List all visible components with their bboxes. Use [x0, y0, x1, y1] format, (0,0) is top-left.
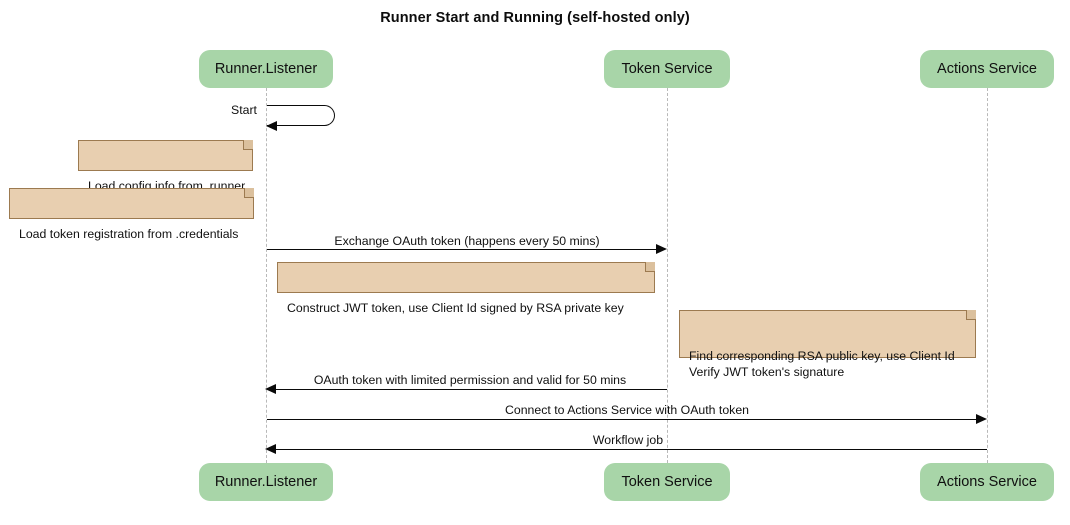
note-text: Load token registration from .credential… [19, 227, 239, 241]
message-connect-actions-label: Connect to Actions Service with OAuth to… [504, 403, 750, 417]
participant-runner-top[interactable]: Runner.Listener [199, 50, 333, 88]
note-load-config: Load config info from .runner [78, 140, 253, 193]
participant-label: Token Service [621, 474, 713, 490]
note-fold-corner [966, 310, 976, 320]
note-fold-corner [645, 262, 655, 272]
note-text: Construct JWT token, use Client Id signe… [287, 301, 624, 315]
message-exchange-arrowhead [656, 244, 667, 254]
participant-runner-bottom[interactable]: Runner.Listener [199, 463, 333, 501]
note-load-token-registration: Load token registration from .credential… [9, 188, 254, 241]
participant-label: Actions Service [937, 61, 1037, 77]
note-text: Find corresponding RSA public key, use C… [689, 349, 955, 379]
note-fold-corner [244, 188, 254, 198]
message-start-label: Start [231, 103, 257, 117]
lifeline-actions [987, 88, 988, 463]
note-verify-jwt: Find corresponding RSA public key, use C… [679, 310, 976, 379]
diagram-title: Runner Start and Running (self-hosted on… [380, 10, 690, 26]
participant-label: Runner.Listener [214, 61, 318, 77]
note-fold-corner [243, 140, 253, 150]
participant-label: Token Service [621, 61, 713, 77]
participant-label: Runner.Listener [214, 474, 318, 490]
message-oauth-return-label: OAuth token with limited permission and … [313, 373, 627, 387]
lifeline-token [667, 88, 668, 463]
participant-token-bottom[interactable]: Token Service [604, 463, 730, 501]
message-exchange-label: Exchange OAuth token (happens every 50 m… [334, 234, 600, 248]
note-construct-jwt: Construct JWT token, use Client Id signe… [277, 262, 655, 315]
message-workflow-job-arrowhead [265, 444, 276, 454]
message-start-arrowhead [266, 121, 277, 131]
message-oauth-return-arrowhead [265, 384, 276, 394]
message-connect-actions-line [267, 419, 979, 420]
participant-actions-top[interactable]: Actions Service [920, 50, 1054, 88]
message-workflow-job-label: Workflow job [592, 433, 664, 447]
message-start-loop [267, 105, 335, 126]
lifeline-runner [266, 88, 267, 463]
message-exchange-line [267, 249, 659, 250]
message-connect-actions-arrowhead [976, 414, 987, 424]
message-oauth-return-line [274, 389, 667, 390]
message-workflow-job-line [274, 449, 987, 450]
participant-label: Actions Service [937, 474, 1037, 490]
participant-actions-bottom[interactable]: Actions Service [920, 463, 1054, 501]
participant-token-top[interactable]: Token Service [604, 50, 730, 88]
